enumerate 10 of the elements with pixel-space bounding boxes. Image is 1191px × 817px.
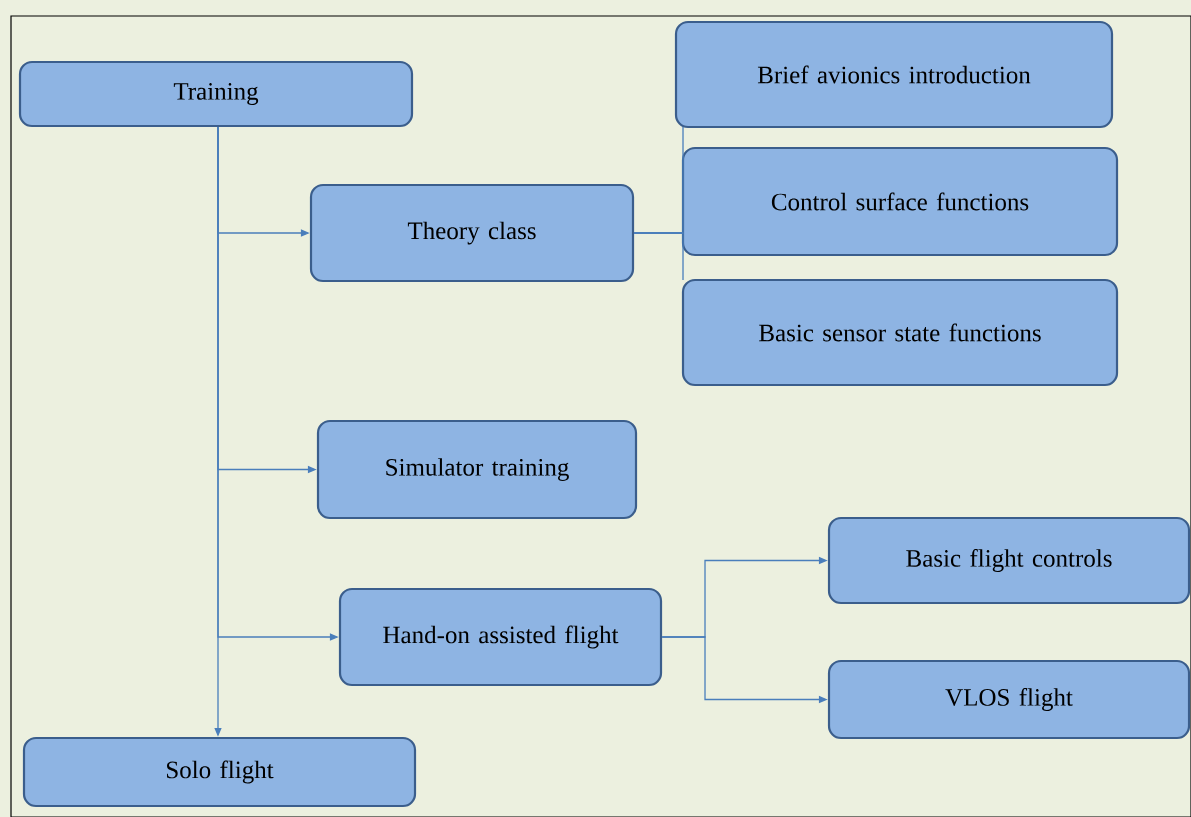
process-box: Simulator training (316, 419, 638, 520)
process-box: Solo flight (22, 736, 417, 808)
process-box: Basic sensor state functions (681, 278, 1119, 387)
process-box: Basic flight controls (827, 516, 1191, 605)
process-box: Hand-on assisted flight (338, 587, 663, 687)
process-box: Training (18, 60, 414, 128)
process-box: Control surface functions (681, 146, 1119, 257)
process-box: Theory class (309, 183, 635, 283)
process-box: Brief avionics introduction (674, 20, 1114, 129)
process-box: VLOS flight (827, 659, 1191, 740)
